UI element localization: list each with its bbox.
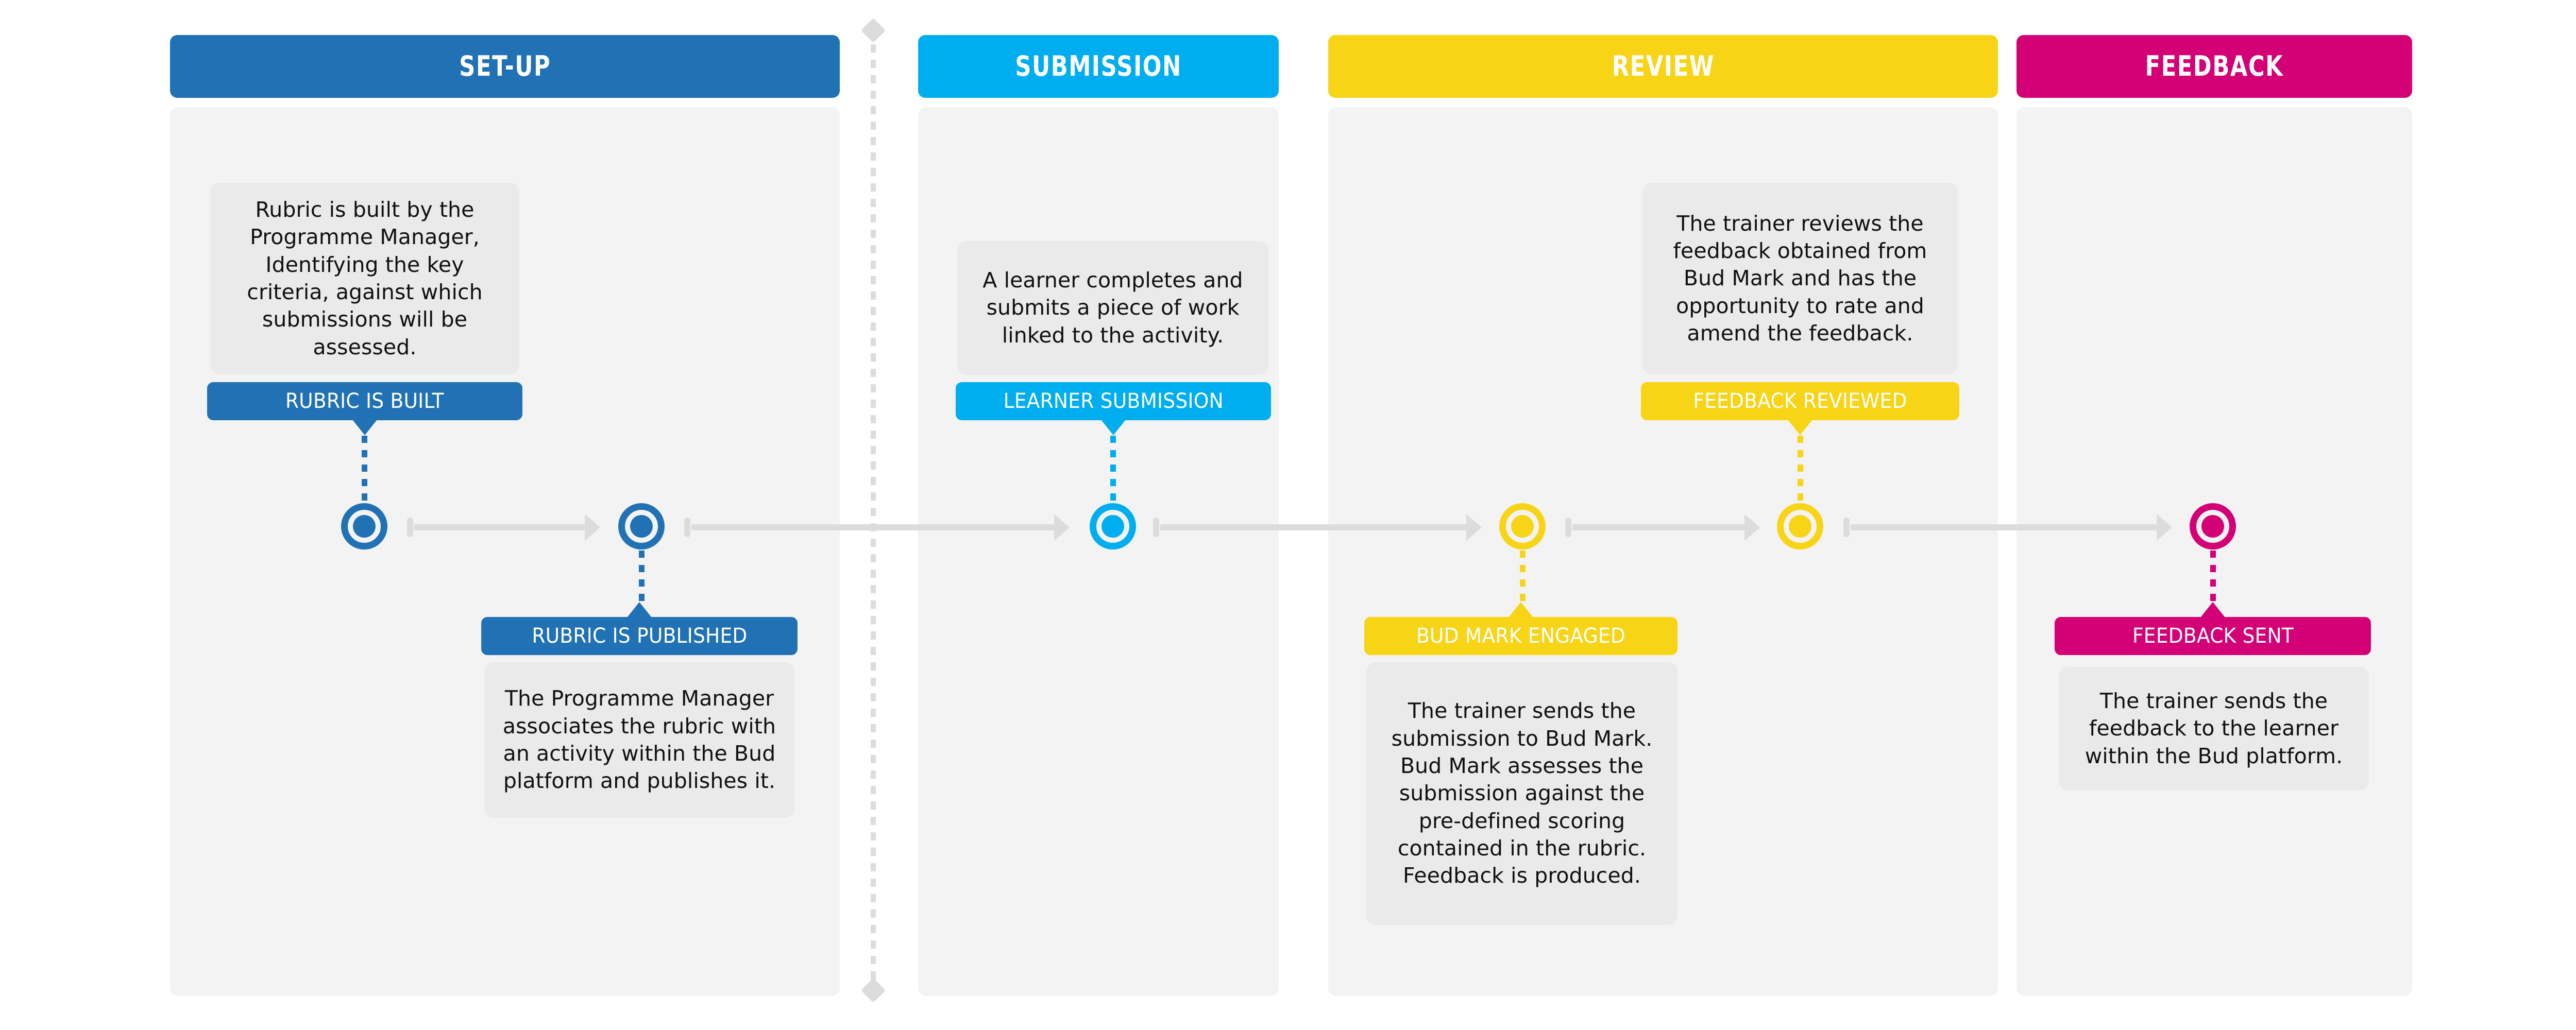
description-text: Rubric is built by the Programme Manager… [247, 197, 483, 359]
milestone-label-feedback-sent[interactable]: FEEDBACK SENT [2055, 602, 2371, 655]
milestone-label-text: RUBRIC IS BUILT [285, 389, 444, 413]
pill-pointer-icon [1101, 420, 1126, 435]
milestone-label-text: FEEDBACK REVIEWED [1693, 389, 1907, 413]
milestone-label-text: FEEDBACK SENT [2132, 624, 2294, 648]
timeline-node-icon-rubric-is-built[interactable] [341, 503, 387, 550]
pill-pointer-icon [1509, 602, 1533, 617]
timeline-node-icon-bud-mark-engaged[interactable] [1499, 503, 1546, 550]
description-card-learner-submission: A learner completes and submits a piece … [957, 241, 1268, 375]
column-panel-submission [918, 107, 1279, 996]
milestone-label-text: LEARNER SUBMISSION [1003, 389, 1224, 413]
milestone-label-text: RUBRIC IS PUBLISHED [531, 624, 748, 648]
pill-pointer-icon [352, 420, 377, 435]
right-arrow-icon [1153, 511, 1482, 542]
milestone-label-learner-submission[interactable]: LEARNER SUBMISSION [956, 382, 1271, 435]
right-arrow-icon [1565, 511, 1760, 542]
description-card-bud-mark-engaged: The trainer sends the submission to Bud … [1366, 662, 1677, 925]
timeline-node-icon-feedback-reviewed[interactable] [1777, 503, 1823, 550]
description-card-rubric-is-built: Rubric is built by the Programme Manager… [210, 183, 519, 374]
column-header-set-up[interactable]: SET-UP [170, 35, 840, 98]
dotted-connector-rubric-is-built [362, 436, 367, 503]
dashed-divider-top-cap-icon [860, 18, 886, 43]
description-card-rubric-is-published: The Programme Manager associates the rub… [484, 662, 794, 818]
column-header-feedback[interactable]: FEEDBACK [2016, 35, 2412, 98]
milestone-label-bud-mark-engaged[interactable]: BUD MARK ENGAGED [1364, 602, 1677, 655]
column-header-label: FEEDBACK [2145, 50, 2284, 82]
column-header-label: REVIEW [1612, 50, 1715, 82]
dotted-connector-bud-mark-engaged [1520, 551, 1526, 617]
milestone-label-text: BUD MARK ENGAGED [1416, 624, 1626, 648]
milestone-label-feedback-reviewed[interactable]: FEEDBACK REVIEWED [1641, 382, 1959, 435]
pill-pointer-icon [1788, 420, 1812, 435]
timeline-node-icon-learner-submission[interactable] [1090, 503, 1136, 550]
dashed-divider-bottom-cap-icon [860, 977, 886, 1003]
column-header-submission[interactable]: SUBMISSION [918, 35, 1279, 98]
description-text: The trainer reviews the feedback obtaine… [1673, 211, 1927, 346]
description-card-feedback-sent: The trainer sends the feedback to the le… [2059, 667, 2369, 791]
right-arrow-icon [1843, 511, 2172, 542]
milestone-label-rubric-is-published[interactable]: RUBRIC IS PUBLISHED [481, 602, 798, 655]
column-header-label: SUBMISSION [1015, 50, 1182, 82]
pill-pointer-icon [627, 602, 652, 617]
timeline-node-icon-rubric-is-published[interactable] [618, 503, 665, 550]
right-arrow-icon [684, 511, 1070, 542]
column-header-review[interactable]: REVIEW [1328, 35, 1998, 98]
description-card-feedback-reviewed: The trainer reviews the feedback obtaine… [1642, 183, 1958, 374]
milestone-label-rubric-is-built[interactable]: RUBRIC IS BUILT [207, 382, 522, 435]
description-text: The trainer sends the feedback to the le… [2084, 689, 2343, 768]
pill-pointer-icon [2200, 602, 2225, 617]
description-text: A learner completes and submits a piece … [982, 268, 1243, 348]
dotted-connector-learner-submission [1110, 436, 1116, 503]
dotted-connector-feedback-reviewed [1798, 436, 1803, 503]
dashed-divider-icon [871, 29, 876, 997]
description-text: The trainer sends the submission to Bud … [1391, 698, 1653, 888]
description-text: The Programme Manager associates the rub… [502, 686, 776, 794]
right-arrow-icon [407, 511, 600, 542]
dotted-connector-feedback-sent [2210, 551, 2216, 617]
dotted-connector-rubric-is-published [639, 551, 645, 617]
column-header-label: SET-UP [459, 50, 551, 82]
timeline-node-icon-feedback-sent[interactable] [2190, 503, 2236, 550]
